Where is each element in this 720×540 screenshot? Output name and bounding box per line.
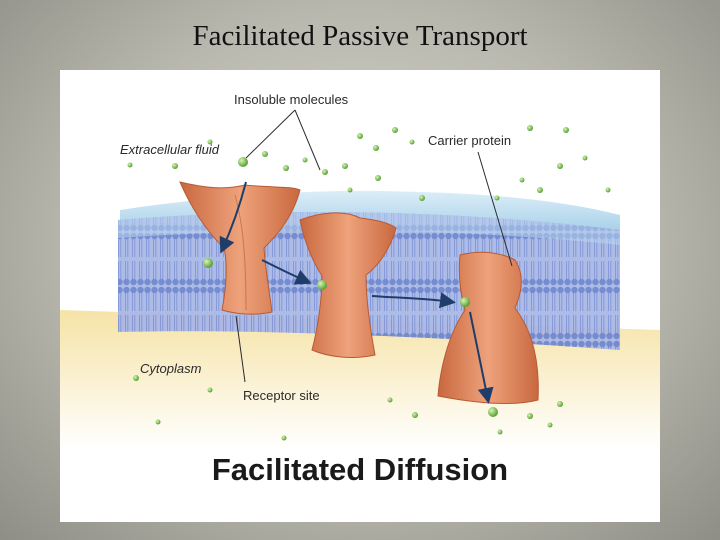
transport-arrows: [219, 181, 494, 404]
label-extracellular-fluid: Extracellular fluid: [120, 142, 219, 157]
label-insoluble-molecules: Insoluble molecules: [234, 92, 349, 107]
label-receptor-site: Receptor site: [243, 388, 320, 403]
diagram-title: Facilitated Diffusion: [211, 452, 509, 487]
molecules: [127, 125, 611, 441]
label-carrier-protein: Carrier protein: [428, 133, 512, 148]
carrier-protein-3: [437, 251, 539, 404]
slide-title: Facilitated Passive Transport: [192, 20, 528, 52]
pointer-lines: [235, 109, 513, 383]
membrane-illustration: [60, 109, 660, 450]
label-cytoplasm: Cytoplasm: [140, 361, 202, 376]
diagram-figure: Insoluble molecules Extracellular fluid …: [60, 70, 660, 522]
